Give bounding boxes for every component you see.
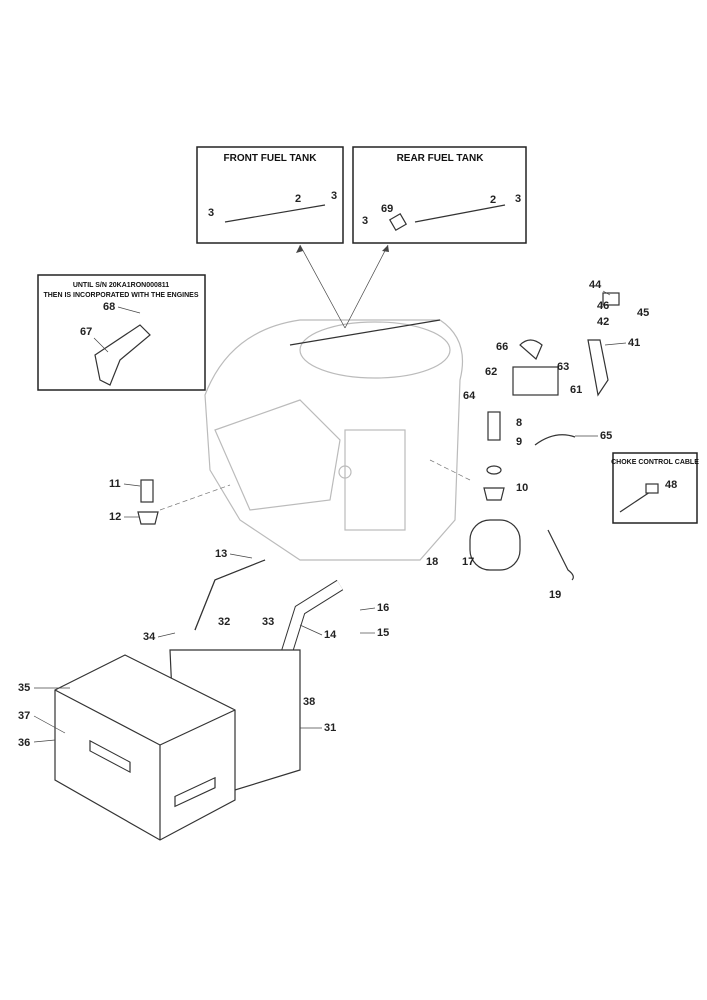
callout: 14	[324, 629, 337, 641]
callout: 8	[516, 417, 522, 429]
callout: 9	[516, 436, 522, 448]
callout: 16	[377, 602, 389, 614]
callout: 46	[597, 300, 609, 312]
callout: 3	[362, 215, 368, 227]
callout: 2	[490, 194, 496, 206]
callout: 35	[18, 682, 30, 694]
serial-note-inset	[37, 274, 206, 391]
callout: 61	[570, 384, 582, 396]
choke-title: CHOKE CONTROL CABLE	[611, 459, 699, 466]
hose	[224, 204, 326, 223]
callout: 67	[80, 326, 92, 338]
callout: 69	[381, 203, 393, 215]
callout: 3	[208, 207, 214, 219]
callout: 48	[665, 479, 677, 491]
rear-fuel-tank-inset	[352, 146, 527, 244]
callout: 44	[589, 279, 602, 291]
serial-note-line1: UNTIL S/N 20KA1RON000811	[73, 282, 169, 289]
callout: 37	[18, 710, 30, 722]
solenoid	[512, 366, 559, 396]
callouts: 44 46 45 42 41 66 63 62 61 64 65 8 9 10 …	[18, 279, 649, 749]
arrow-front	[299, 244, 346, 329]
callout: 45	[637, 307, 649, 319]
callout: 64	[463, 390, 476, 402]
fuel-hose	[289, 319, 441, 346]
callout: 31	[324, 722, 336, 734]
callout: 12	[109, 511, 121, 523]
rear-fuel-tank-title: REAR FUEL TANK	[397, 153, 485, 164]
callout: 65	[600, 430, 612, 442]
callout: 68	[103, 301, 115, 313]
callout: 10	[516, 482, 528, 494]
callout: 62	[485, 366, 497, 378]
callout: 13	[215, 548, 227, 560]
front-fuel-tank-title: FRONT FUEL TANK	[224, 153, 318, 164]
callout: 34	[143, 631, 156, 643]
callout: 19	[549, 589, 561, 601]
callout: 3	[331, 190, 337, 202]
callout: 66	[496, 341, 508, 353]
callout: 33	[262, 616, 274, 628]
callout: 36	[18, 737, 30, 749]
callout: 18	[426, 556, 438, 568]
serial-note-line2: THEN IS INCORPORATED WITH THE ENGINES	[43, 292, 198, 299]
callout: 38	[303, 696, 315, 708]
callout: 15	[377, 627, 389, 639]
callout: 2	[295, 193, 301, 205]
callout: 32	[218, 616, 230, 628]
callout: 17	[462, 556, 474, 568]
callout: 11	[109, 478, 121, 490]
callout: 63	[557, 361, 569, 373]
engine-outline	[204, 319, 464, 561]
callout: 3	[515, 193, 521, 205]
front-fuel-tank-inset	[196, 146, 344, 244]
callout: 42	[597, 316, 609, 328]
arrow-rear	[344, 244, 389, 329]
callout: 41	[628, 337, 640, 349]
